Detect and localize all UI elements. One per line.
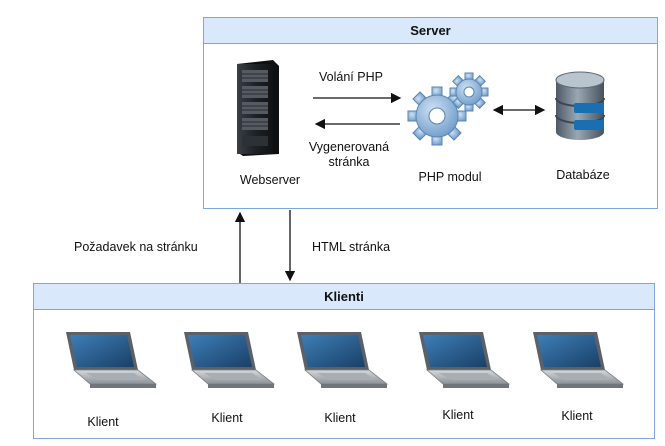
generated-page-line2: stránka bbox=[328, 155, 370, 169]
client-label: Klient bbox=[324, 411, 356, 425]
client-item bbox=[178, 330, 276, 397]
html-page-label: HTML stránka bbox=[312, 240, 391, 254]
generated-page-label: Vygenerovaná stránka bbox=[306, 140, 392, 170]
client-label: Klient bbox=[87, 415, 119, 429]
database-icon bbox=[555, 71, 605, 140]
server-title: Server bbox=[204, 18, 657, 44]
client-item bbox=[60, 330, 158, 397]
client-item bbox=[527, 330, 625, 397]
clients-title: Klienti bbox=[34, 284, 654, 310]
php-module-label: PHP modul bbox=[418, 170, 482, 184]
laptop-icon bbox=[297, 332, 389, 388]
client-label: Klient bbox=[442, 408, 474, 422]
database-label: Databáze bbox=[556, 168, 610, 182]
client-label: Klient bbox=[211, 411, 243, 425]
client-item bbox=[413, 330, 511, 397]
gears-icon bbox=[407, 72, 489, 146]
call-php-label: Volání PHP bbox=[319, 70, 383, 84]
laptop-icon bbox=[533, 332, 625, 388]
generated-page-line1: Vygenerovaná bbox=[308, 140, 390, 154]
page-request-label: Požadavek na stránku bbox=[74, 240, 198, 254]
client-item bbox=[291, 330, 389, 397]
client-label: Klient bbox=[561, 409, 593, 423]
laptop-icon bbox=[184, 332, 276, 388]
laptop-icon bbox=[419, 332, 511, 388]
laptop-icon bbox=[66, 332, 158, 388]
webserver-label: Webserver bbox=[239, 173, 301, 187]
server-rack-icon bbox=[237, 60, 279, 156]
